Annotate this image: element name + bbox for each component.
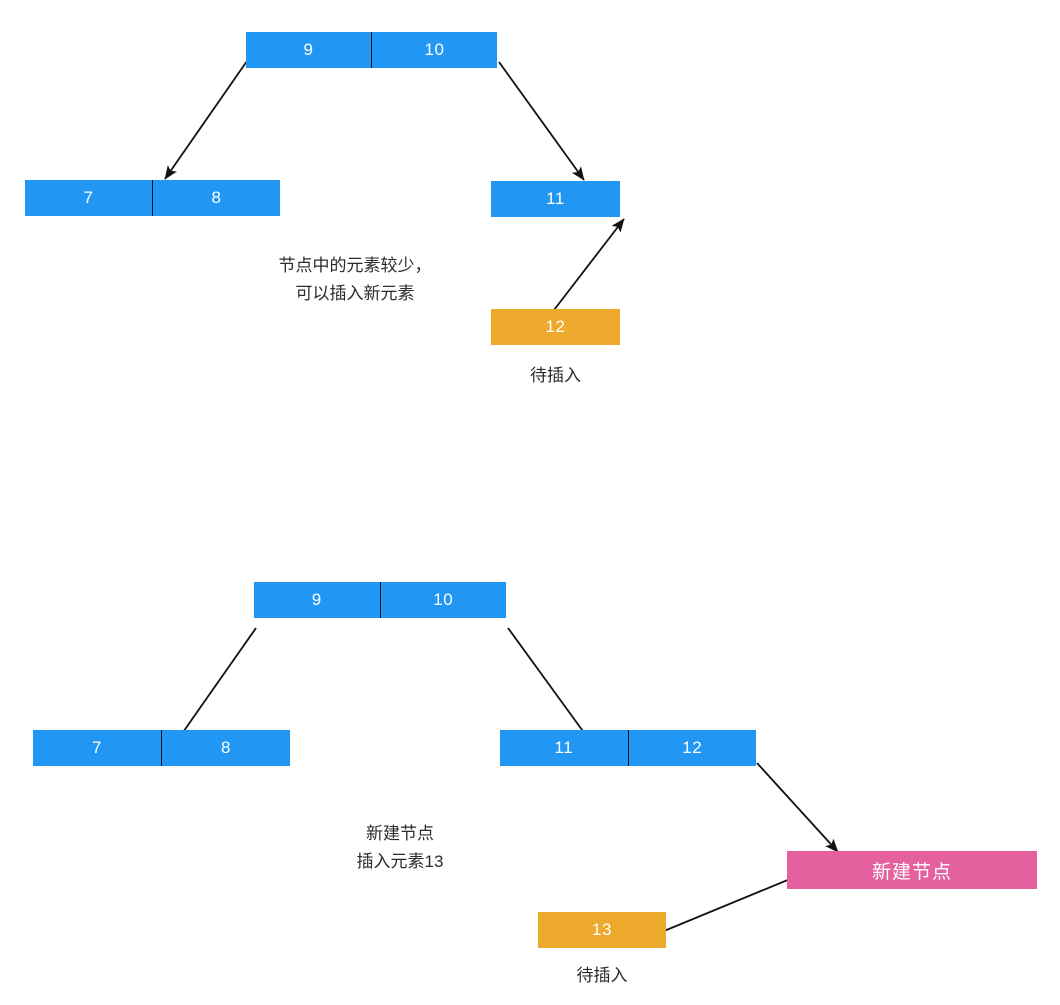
step1-right-child-node[interactable]: 11 (491, 181, 620, 217)
node-cell: 12 (627, 730, 757, 766)
step1-caption: 节点中的元素较少， 可以插入新元素 (278, 256, 432, 303)
step2-root-node[interactable]: 9 10 (254, 582, 506, 618)
arrow-right-child-to-new-node-2 (756, 762, 839, 853)
step2-right-child-node[interactable]: 11 12 (500, 730, 756, 766)
step1-pending-label: 待插入 (530, 366, 581, 385)
node-cell: 7 (83, 188, 94, 207)
node-cell: 10 (371, 32, 497, 68)
step1-pending-node[interactable]: 12 (491, 309, 620, 345)
step1-left-child-node[interactable]: 7 8 (25, 180, 280, 216)
node-cell: 13 (592, 920, 612, 939)
step1-root-node[interactable]: 9 10 (246, 32, 497, 68)
node-cell: 8 (161, 730, 290, 766)
node-cell: 10 (379, 582, 507, 618)
node-cell: 9 (303, 40, 314, 59)
node-cell: 9 (311, 590, 322, 609)
node-cell: 8 (152, 180, 280, 216)
arrow-root-to-left-child-1 (164, 60, 248, 180)
node-cell: 11 (554, 738, 574, 757)
step2-caption: 新建节点 插入元素13 (356, 824, 444, 871)
step2-left-child-node[interactable]: 7 8 (33, 730, 290, 766)
step2-pending-label: 待插入 (576, 966, 628, 985)
node-cell: 7 (92, 738, 102, 757)
node-cell: 12 (545, 317, 566, 336)
node-cell: 新建节点 (871, 861, 952, 883)
step2-pending-node[interactable]: 13 (538, 912, 666, 948)
node-cell: 11 (546, 189, 565, 208)
arrow-root-to-left-child-2 (173, 627, 257, 746)
step2-new-node[interactable]: 新建节点 (787, 851, 1037, 889)
arrow-root-to-right-child-1 (498, 61, 585, 181)
arrow-pending-to-new-node-2 (663, 871, 808, 932)
arrow-pending-to-right-child-1 (553, 218, 625, 311)
arrow-root-to-right-child-2 (507, 627, 594, 746)
